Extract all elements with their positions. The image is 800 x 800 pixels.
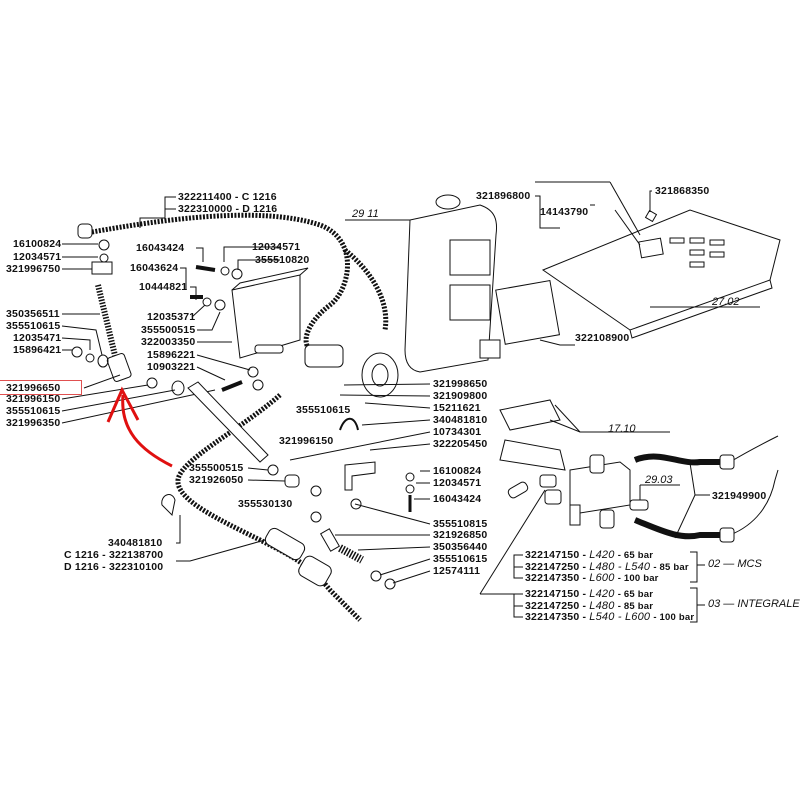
part-label[interactable]: 355510815 [433,518,488,530]
part-label[interactable]: 340481810 [108,537,163,549]
part-label[interactable]: 321996750 [6,263,61,275]
part-label[interactable]: 10903221 [147,361,196,373]
section-ref[interactable]: 17.10 [608,423,636,435]
group-label: 02 — MCS [708,558,762,570]
part-label[interactable]: 10444821 [139,281,188,293]
part-label[interactable]: 355530130 [238,498,293,510]
switch-mount [499,399,561,431]
part-label[interactable]: 321996150 [6,393,61,405]
part-label[interactable]: 16043424 [136,242,185,254]
throttle-cable [91,212,350,352]
part-code: 322147150 - [525,549,587,561]
pressure: - 100 bar [653,612,695,623]
part-label[interactable]: 16043424 [433,493,482,505]
part-label[interactable]: 321949900 [712,490,767,502]
model: L420 [589,549,615,561]
part-label[interactable]: 16100824 [433,465,482,477]
part-label[interactable]: 321868350 [655,185,710,197]
part-label[interactable]: 16043624 [130,262,179,274]
model: L480 - L540 [589,561,651,573]
part-label[interactable]: 10734301 [433,426,482,438]
part-code: 322147250 - [525,600,587,612]
part-label[interactable]: 15211621 [433,402,481,414]
part-code: 322147150 - [525,588,587,600]
part-label[interactable]: 355510615 [6,405,61,417]
part-label[interactable]: 321896800 [476,190,531,202]
part-label[interactable]: 12034571 [252,241,301,253]
part-label[interactable]: 350356511 [6,308,60,320]
section-ref[interactable]: 29 11 [352,208,379,220]
part-label[interactable]: 322205450 [433,438,488,450]
cable-end [77,223,93,239]
part-label[interactable]: 355510615 [433,553,488,565]
part-label[interactable]: 350356440 [433,541,488,553]
pressure: - 85 bar [653,562,689,573]
model: L600 [589,572,615,584]
pressure-switch-row[interactable]: 322147350 - L600 - 100 bar [525,572,659,585]
part-label[interactable]: 321996350 [6,417,61,429]
part-label[interactable]: 15896421 [13,344,62,356]
hydraulic-hose [633,453,720,466]
part-label[interactable]: 322310000 - D 1216 [178,203,278,215]
circuit-board [541,209,781,331]
part-label[interactable]: 16100824 [13,238,62,250]
pressure: - 85 bar [617,601,654,612]
part-label[interactable]: 321926850 [433,529,488,541]
part-label[interactable]: 12034571 [433,477,482,489]
part-label[interactable]: 355500515 [189,462,244,474]
part-code: 322147350 - [525,572,587,584]
part-label[interactable]: 321926050 [189,474,244,486]
part-label[interactable]: 321996150 [279,435,334,447]
part-label[interactable]: 340481810 [433,414,488,426]
highlighted-part-label[interactable]: 321996650 [6,382,61,394]
part-label[interactable]: 15896221 [147,349,196,361]
section-ref[interactable]: 29.03 [645,474,673,486]
highlight-box [0,380,82,395]
model: L540 - L600 [589,611,651,623]
pressure-switch-row[interactable]: 322147250 - L480 - 85 bar [525,600,653,613]
part-code: 322147250 - [525,561,587,573]
part-label[interactable]: 355510615 [296,404,351,416]
part-label[interactable]: 321909800 [433,390,488,402]
pressure-switch-row[interactable]: 322147250 - L480 - L540 - 85 bar [525,561,689,574]
part-label[interactable]: 12034571 [13,251,62,263]
part-label[interactable]: 12035371 [147,311,196,323]
part-label[interactable]: 355500515 [141,324,196,336]
display-module [495,279,561,345]
part-label[interactable]: 12035471 [13,332,62,344]
part-label[interactable]: 322211400 - C 1216 [178,191,277,203]
part-label[interactable]: 322003350 [141,336,196,348]
part-code: 322147350 - [525,611,587,623]
section-ref[interactable]: 27.02 [712,296,740,308]
part-label[interactable]: 355510820 [255,254,310,266]
part-label[interactable]: C 1216 - 322138700 [64,549,164,561]
pressure-switch-row[interactable]: 322147150 - L420 - 65 bar [525,588,653,601]
highlight-arrow [121,394,173,468]
part-label[interactable]: 322108900 [575,332,630,344]
model: L480 [589,600,615,612]
control-unit [404,204,498,373]
part-label[interactable]: 355510615 [6,320,61,332]
pressure-switch-row[interactable]: 322147150 - L420 - 65 bar [525,549,653,562]
part-label[interactable]: 12574111 [433,565,481,577]
return-spring [95,284,121,369]
pressure-switch-row[interactable]: 322147350 - L540 - L600 - 100 bar [525,611,694,624]
pressure: - 65 bar [617,550,654,561]
mounting-bracket [231,274,301,359]
part-label[interactable]: D 1216 - 322310100 [64,561,164,573]
group-label: 03 — INTEGRALE [708,598,800,610]
pressure: - 65 bar [617,589,654,600]
part-label[interactable]: 14143790 [540,206,589,218]
model: L420 [589,588,615,600]
part-label[interactable]: 321998650 [433,378,488,390]
pressure: - 100 bar [617,573,659,584]
accelerator-rod [187,381,269,463]
